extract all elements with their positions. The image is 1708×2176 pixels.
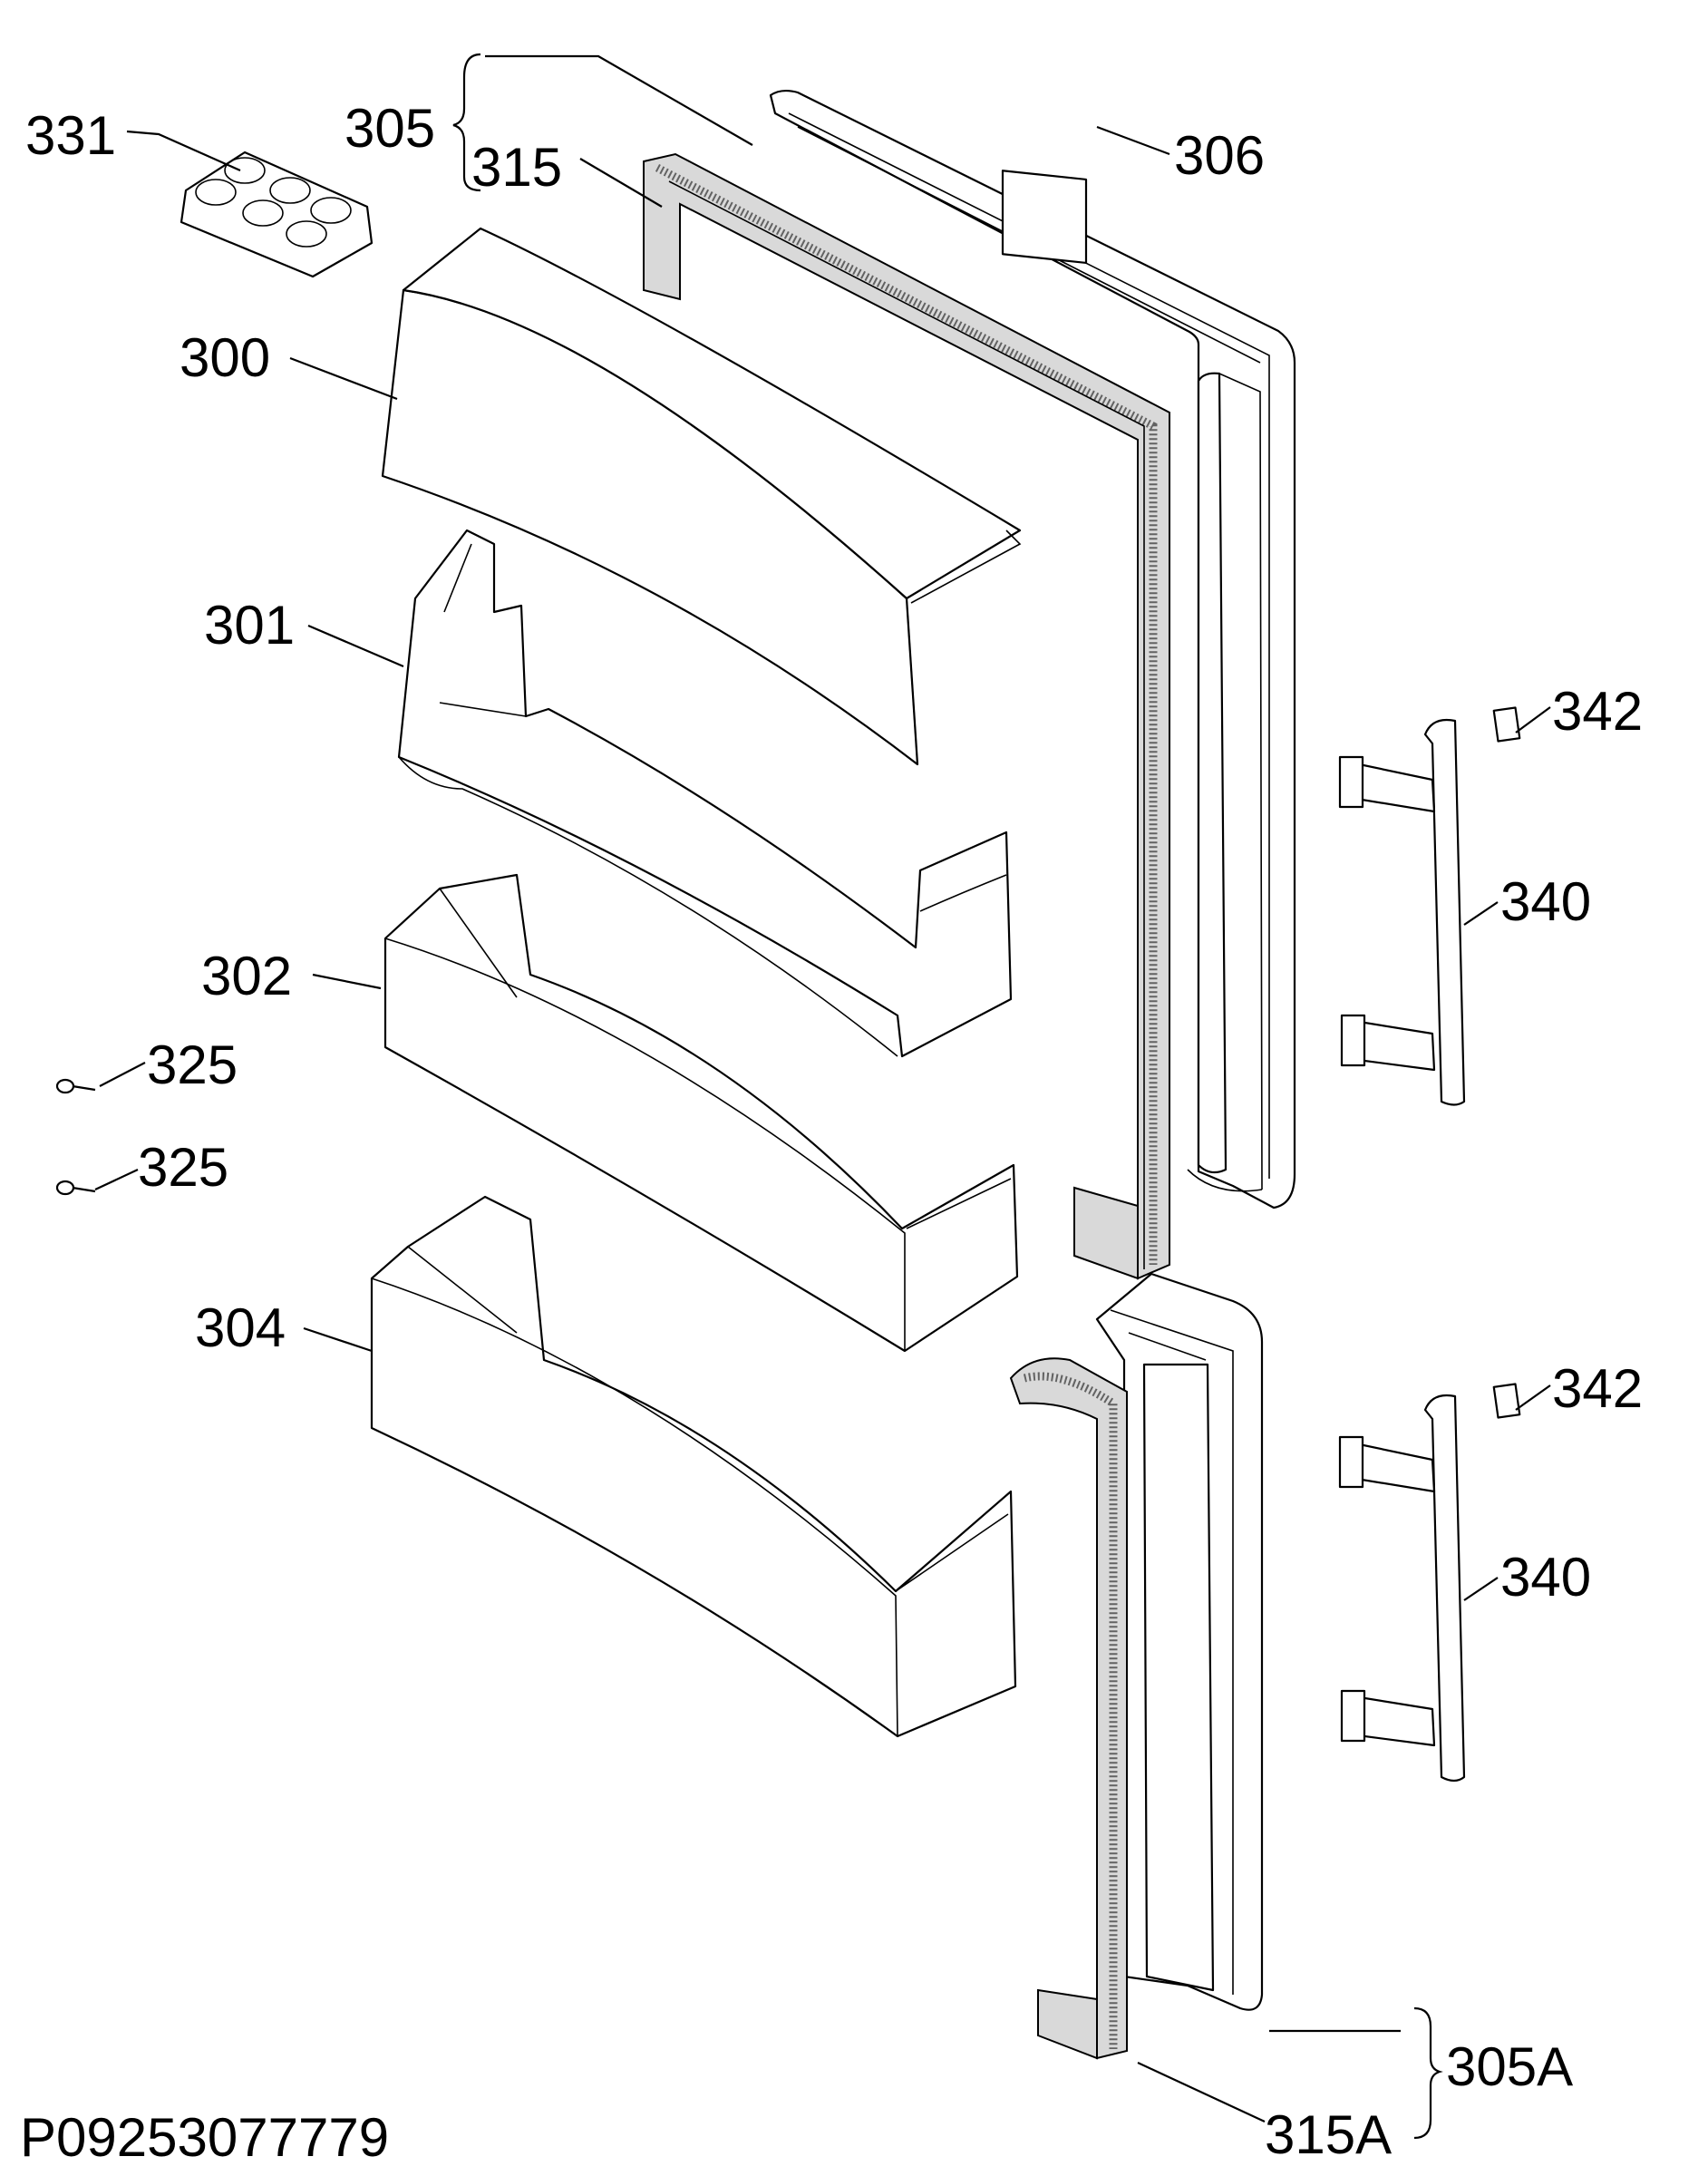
diagram-code: P09253077779 [20, 2107, 389, 2168]
door-handle-340-top [1338, 718, 1466, 1106]
label-300: 300 [180, 327, 270, 388]
leader-lines [94, 54, 1551, 2123]
handle-cap-342-bottom [1492, 1383, 1521, 1419]
handle-cap-342-top [1492, 706, 1521, 743]
label-342-top: 342 [1552, 681, 1643, 742]
door-bin-301 [397, 529, 1013, 1058]
rating-label-306 [1001, 170, 1088, 265]
label-306: 306 [1174, 125, 1265, 186]
label-302: 302 [201, 946, 292, 1006]
part-labels: 331 305 315 306 300 301 302 325 325 304 … [20, 98, 1643, 2168]
label-342-bottom: 342 [1552, 1358, 1643, 1419]
screw-325-top [55, 1078, 96, 1094]
door-bin-304 [370, 1195, 1017, 1738]
label-301: 301 [204, 595, 295, 656]
label-315a: 315A [1265, 2104, 1392, 2165]
lower-door-gasket [1009, 1357, 1128, 2060]
upper-door-frame [769, 89, 1296, 1209]
screw-325-bottom [55, 1180, 96, 1196]
upper-door-gasket [643, 152, 1170, 1280]
shelf-cover-300 [381, 227, 1022, 766]
label-325-bottom: 325 [138, 1137, 228, 1198]
label-305: 305 [345, 98, 435, 159]
label-340-top: 340 [1500, 871, 1591, 932]
label-331: 331 [25, 105, 116, 166]
door-bin-302 [383, 873, 1019, 1353]
lower-door-frame [1095, 1272, 1264, 2011]
label-305a: 305A [1446, 2036, 1573, 2097]
door-handle-340-bottom [1338, 1394, 1466, 1783]
egg-tray-331 [180, 151, 374, 278]
label-315: 315 [471, 137, 562, 198]
grouping-braces [452, 53, 1443, 2140]
label-304: 304 [195, 1297, 286, 1358]
label-325-top: 325 [147, 1035, 238, 1095]
label-340-bottom: 340 [1500, 1547, 1591, 1608]
